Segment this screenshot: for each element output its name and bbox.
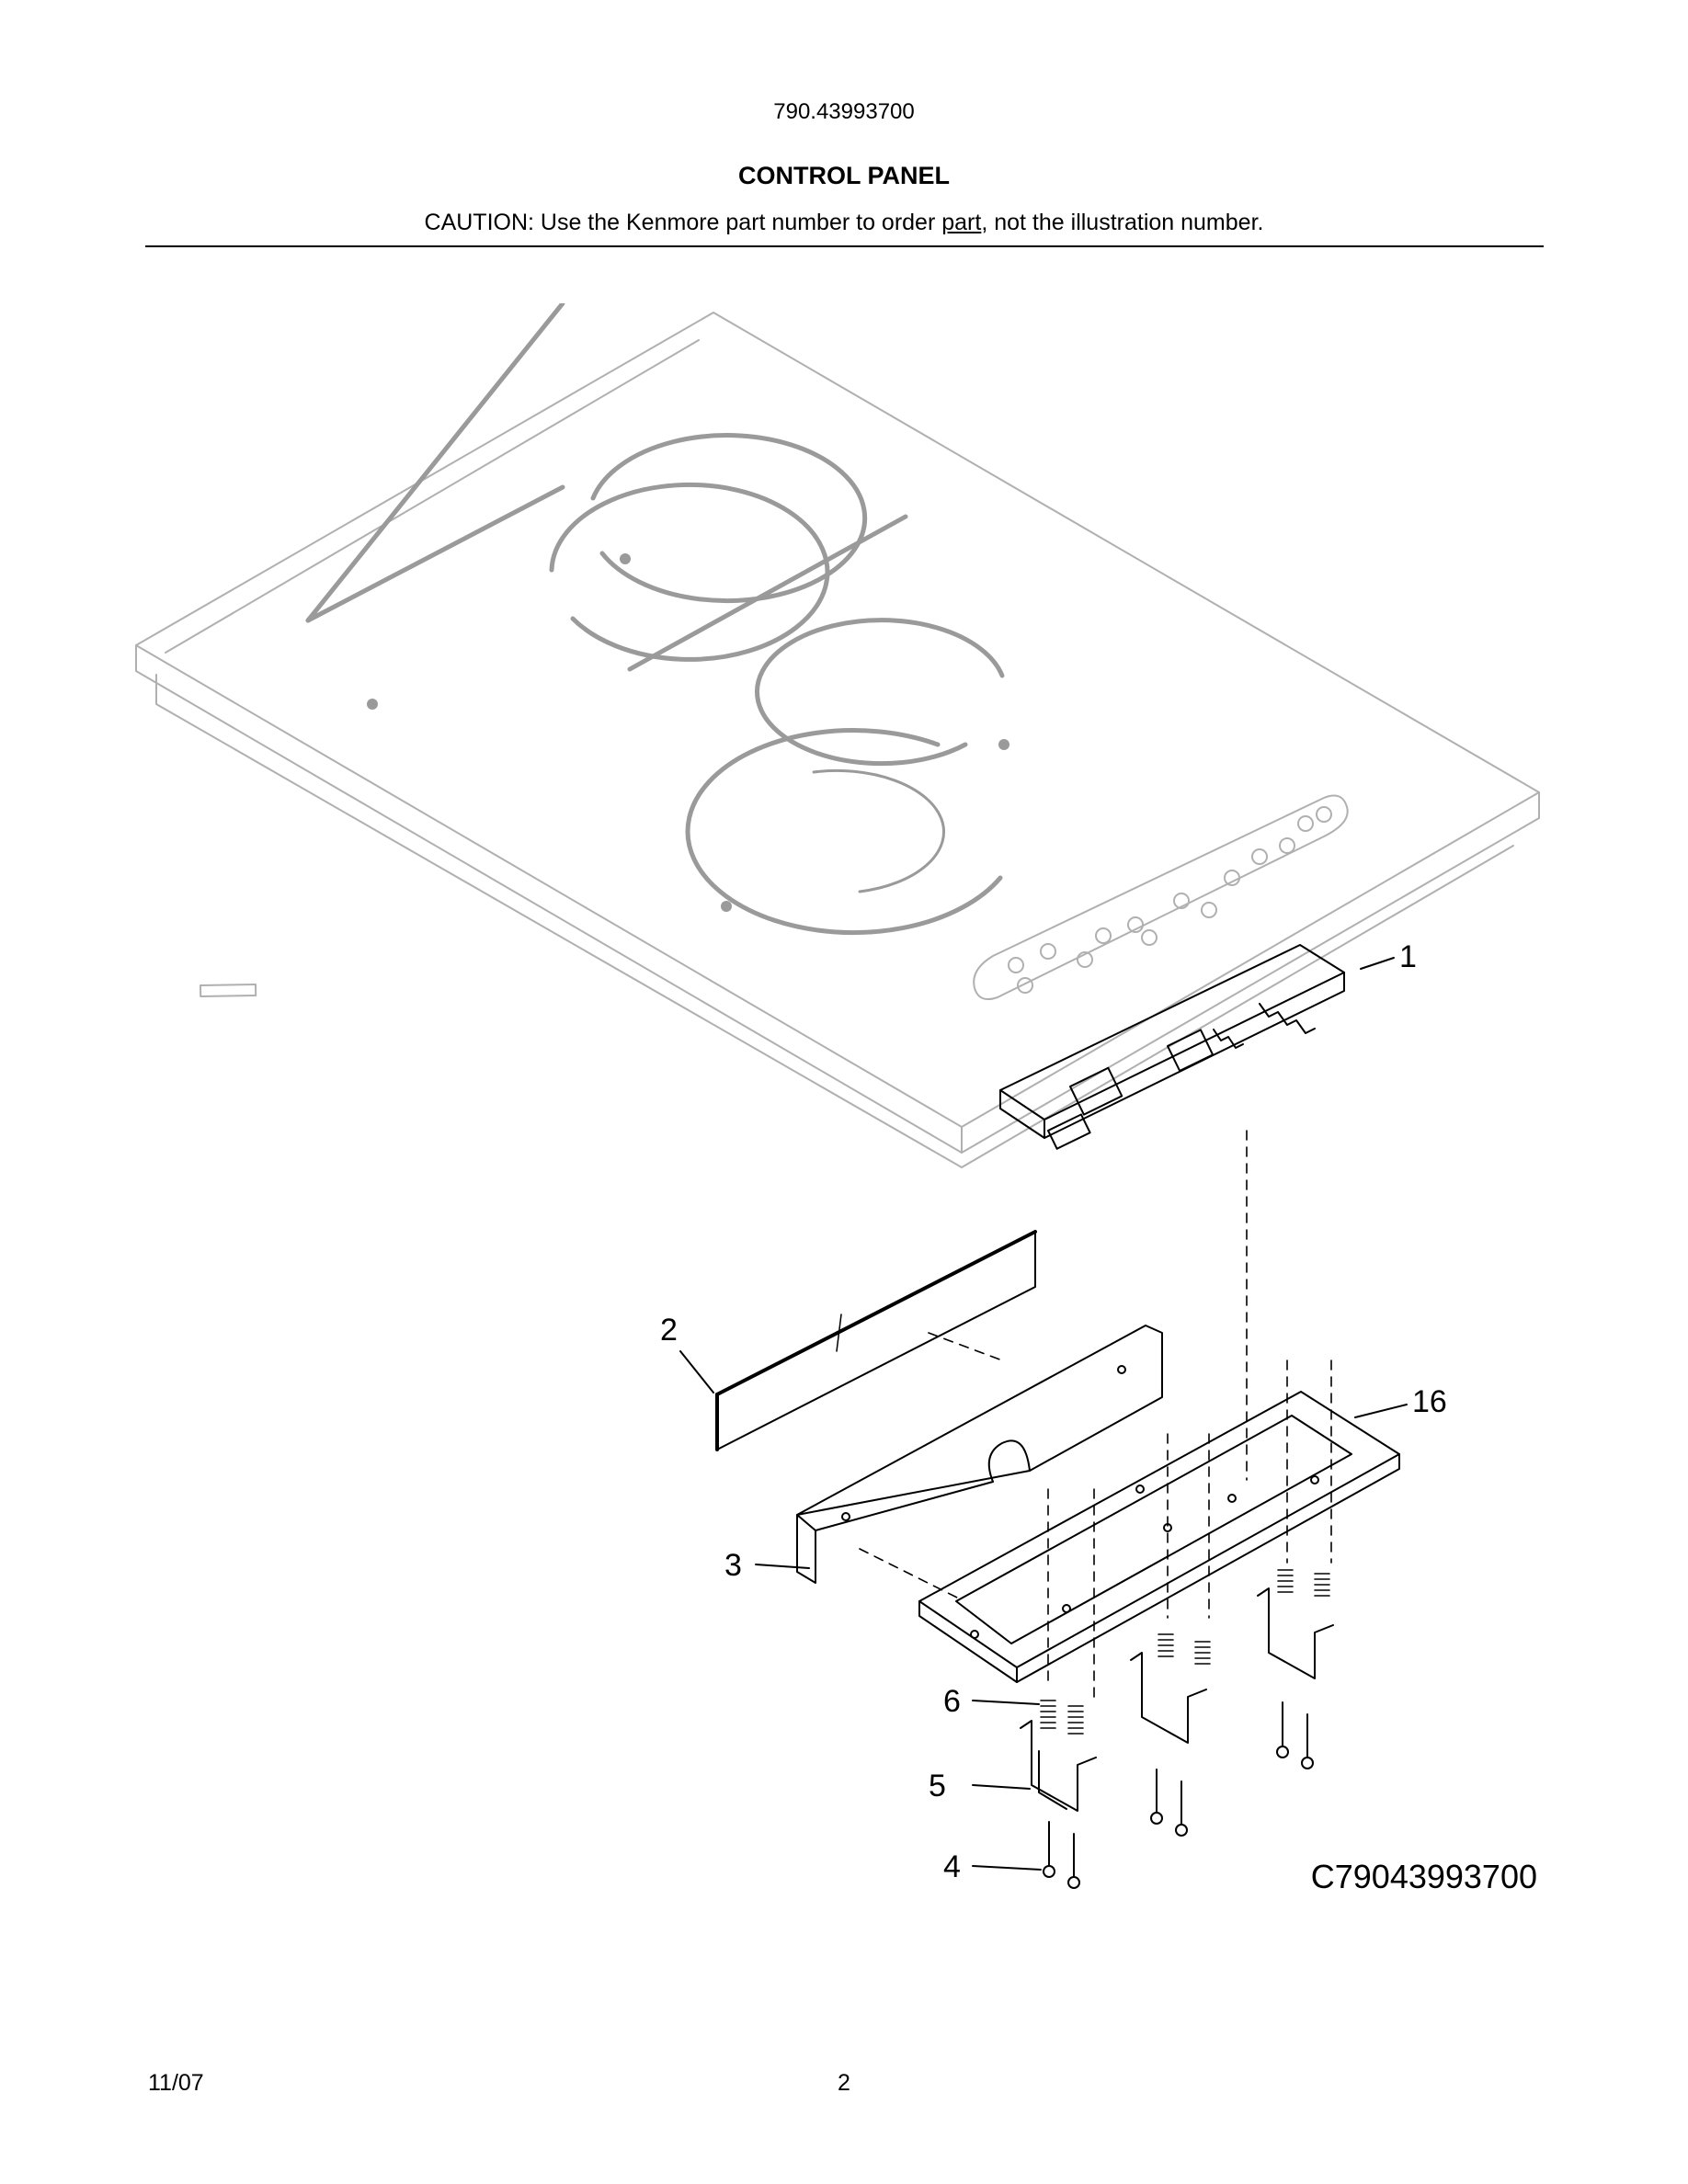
caution-underlined-word: part <box>941 210 982 235</box>
burner-markings <box>305 303 1005 936</box>
part-5-clips <box>1020 1587 1334 1812</box>
burner-dots <box>367 553 1009 912</box>
callout-1: 1 <box>1399 939 1417 974</box>
callout-3: 3 <box>724 1548 742 1583</box>
header-rule <box>145 245 1544 247</box>
alignment-dashes <box>859 1130 1332 1701</box>
part-2-front-trim <box>715 1230 1037 1451</box>
callout-6: 6 <box>943 1684 961 1719</box>
footer-date: 11/07 <box>148 2070 204 2096</box>
caution-text-start: CAUTION: Use the Kenmore part number to … <box>424 210 942 235</box>
part-4-screws <box>1043 1701 1314 1889</box>
callout-16: 16 <box>1412 1384 1447 1419</box>
part-6-springs <box>1040 1569 1330 1735</box>
part-3-bracket <box>796 1325 1163 1584</box>
callout-leader-lines <box>679 957 1408 1871</box>
drawing-code: C79043993700 <box>1311 1858 1537 1895</box>
page-number: 2 <box>838 2070 850 2096</box>
callout-4: 4 <box>943 1849 961 1884</box>
touch-control-strip <box>200 794 1349 1000</box>
caution-note: CAUTION: Use the Kenmore part number to … <box>0 210 1688 236</box>
exploded-parts-diagram: 1 2 3 4 5 6 16 C79043993700 <box>135 303 1540 1895</box>
callout-2: 2 <box>660 1313 678 1348</box>
part-16-mounting-frame <box>918 1391 1400 1683</box>
callout-5: 5 <box>929 1769 946 1803</box>
model-number: 790.43993700 <box>773 99 915 124</box>
section-title: CONTROL PANEL <box>737 162 950 189</box>
caution-text-end: , not the illustration number. <box>981 210 1264 235</box>
part-1-control-board <box>999 944 1345 1150</box>
cooktop-glass-top <box>135 312 1540 1168</box>
